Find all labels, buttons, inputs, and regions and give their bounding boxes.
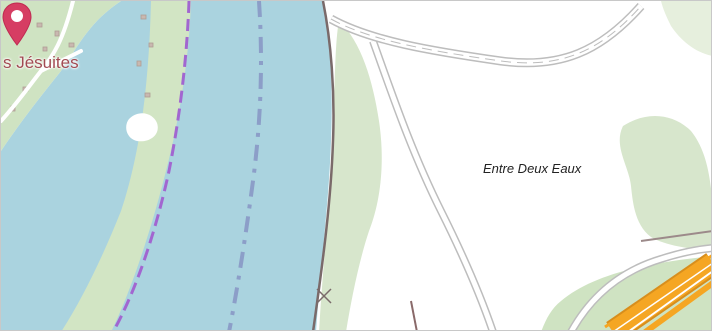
secondary-road <box>369 39 497 330</box>
wood-top-right <box>661 1 711 56</box>
local-roads-left <box>1 1 83 123</box>
island-clearing <box>126 113 158 142</box>
track-road <box>328 3 645 68</box>
local-road-southeast <box>567 230 711 330</box>
wooded-bank-left <box>1 1 121 151</box>
motorway <box>604 253 711 330</box>
wooded-bank-right <box>319 21 382 330</box>
waterway-centerline <box>227 1 263 330</box>
footpath <box>410 300 418 330</box>
locality-label-jesuites: s Jésuites <box>3 53 79 72</box>
map-pin-icon[interactable] <box>1 1 33 49</box>
wood-east <box>619 115 711 251</box>
river-island <box>62 1 191 330</box>
locality-label-entre-deux-eaux: Entre Deux Eaux <box>483 161 582 176</box>
railway-crossing <box>316 288 332 304</box>
admin-boundary <box>112 1 191 330</box>
buildings-left <box>10 14 154 112</box>
railway-line <box>312 1 335 330</box>
